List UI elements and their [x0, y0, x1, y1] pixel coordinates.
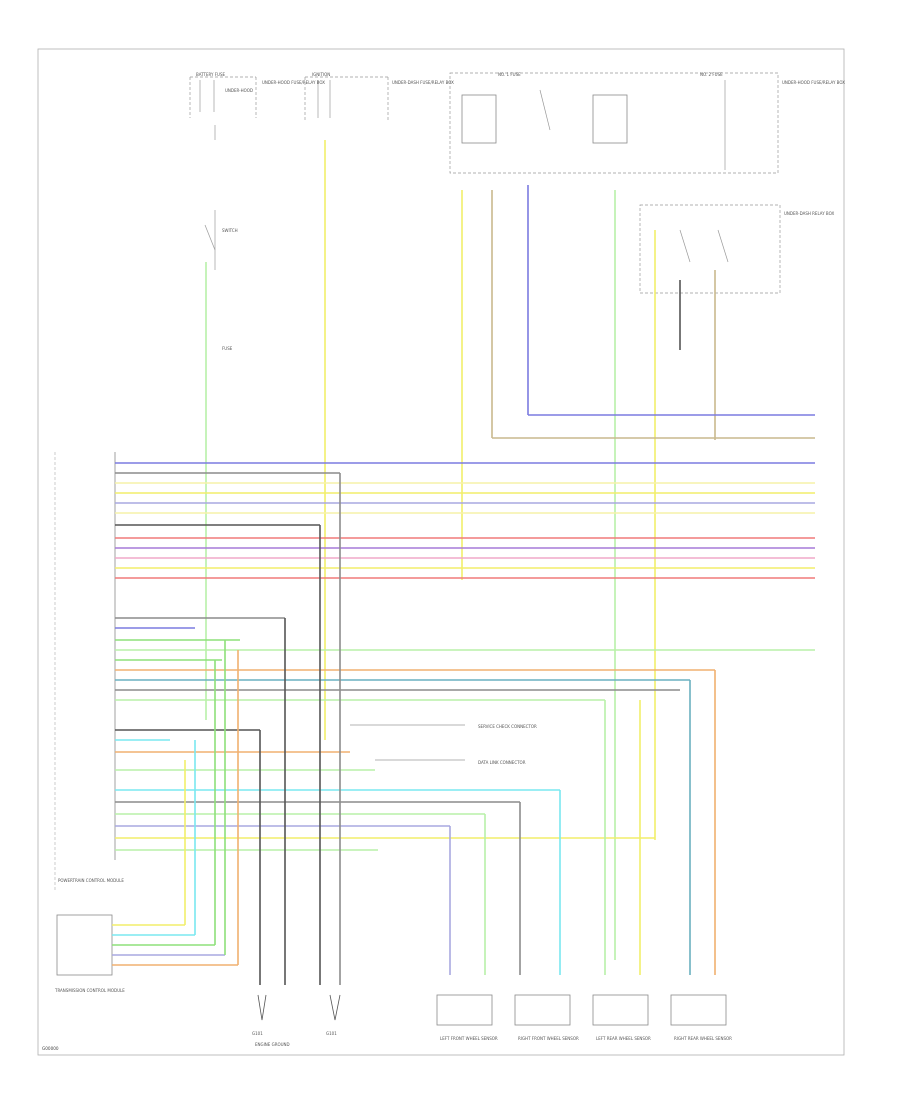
fuse-box-3-label: UNDER-HOOD FUSE/RELAY BOX — [782, 80, 845, 85]
switch-area: SWITCH FUSE — [204, 125, 238, 351]
ground-label-2: G101 — [326, 1031, 337, 1036]
wheel-sensor-4: RIGHT REAR WHEEL SENSOR — [670, 994, 732, 1041]
connector-notes: SERVICE CHECK CONNECTOR DATA LINK CONNEC… — [350, 724, 537, 765]
svg-text:SWITCH: SWITCH — [222, 228, 238, 233]
ground-label-1: G101 — [252, 1031, 263, 1036]
fuse-box-1-label: UNDER-HOOD FUSE/RELAY BOX — [262, 80, 325, 85]
fuse-box-top-right: NO. 1 FUSE NO. 2 FUSE UNDER-HOOD FUSE/RE… — [449, 72, 845, 174]
ground-symbol-1: G101 — [252, 994, 267, 1036]
ground-symbol-2: G101 — [326, 994, 341, 1036]
fuse-box-top-left: BATTERY FUSE UNDER-HOOD UNDER-HOOD FUSE/… — [189, 72, 325, 118]
svg-text:UNDER-HOOD: UNDER-HOOD — [225, 88, 253, 93]
relay-box-label: UNDER-DASH RELAY BOX — [784, 211, 834, 216]
fuse-box-2-label: UNDER-DASH FUSE/RELAY BOX — [392, 80, 454, 85]
wheel-sensor-1: LEFT FRONT WHEEL SENSOR — [436, 994, 498, 1041]
tcm-connector: TRANSMISSION CONTROL MODULE — [54, 914, 125, 993]
pcm-connector: POWERTRAIN CONTROL MODULE — [54, 452, 124, 890]
wheel-sensor-3: LEFT REAR WHEEL SENSOR — [592, 994, 651, 1041]
tcm-label: TRANSMISSION CONTROL MODULE — [54, 988, 125, 993]
pcm-label: POWERTRAIN CONTROL MODULE — [58, 878, 124, 883]
bottom-label: ENGINE GROUND — [255, 1042, 290, 1047]
svg-text:FUSE: FUSE — [222, 346, 233, 351]
svg-text:NO. 2 FUSE: NO. 2 FUSE — [700, 72, 723, 77]
svg-text:BATTERY FUSE: BATTERY FUSE — [196, 72, 226, 77]
sensor-4-label: RIGHT REAR WHEEL SENSOR — [674, 1036, 732, 1041]
sensor-1-label: LEFT FRONT WHEEL SENSOR — [440, 1036, 498, 1041]
note-2: DATA LINK CONNECTOR — [478, 760, 526, 765]
wheel-sensor-2: RIGHT FRONT WHEEL SENSOR — [514, 994, 579, 1041]
footer-code: G00000 — [42, 1046, 59, 1051]
sensor-2-label: RIGHT FRONT WHEEL SENSOR — [518, 1036, 579, 1041]
fuse-box-top-mid: IGNITION UNDER-DASH FUSE/RELAY BOX — [304, 72, 454, 120]
sensor-3-label: LEFT REAR WHEEL SENSOR — [596, 1036, 651, 1041]
svg-text:IGNITION: IGNITION — [312, 72, 330, 77]
note-1: SERVICE CHECK CONNECTOR — [478, 724, 537, 729]
relay-box: UNDER-DASH RELAY BOX — [639, 204, 834, 294]
svg-text:NO. 1 FUSE: NO. 1 FUSE — [498, 72, 521, 77]
diagram-border — [37, 48, 845, 1056]
